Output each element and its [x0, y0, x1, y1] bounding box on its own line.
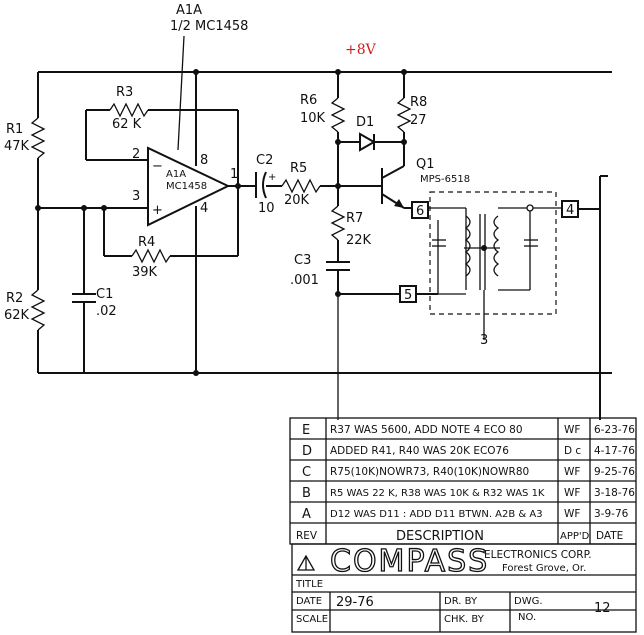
op-amp-inner-ref: A1A: [166, 169, 186, 180]
no-value: 12: [594, 601, 611, 616]
company-name: COMPASS: [330, 544, 489, 579]
rev-row-3-appd: WF: [564, 487, 580, 499]
r8-value: 27: [410, 113, 427, 128]
rev-row-4-rev: A: [302, 507, 311, 522]
title-block: COMPASS ELECTRONICS CORP. Forest Grove, …: [291, 543, 637, 633]
supply-label: +8V: [345, 42, 377, 58]
r6-ref: R6: [300, 93, 317, 108]
c3-value: .001: [290, 273, 319, 288]
r7-value: 22K: [346, 233, 372, 248]
op-amp-inner-part: MC1458: [166, 181, 207, 192]
rev-row-2-desc: R75(10K)NOWR73, R40(10K)NOWR80: [330, 466, 529, 478]
q1-transistor: [372, 165, 405, 209]
c1-value: .02: [96, 304, 117, 319]
col-desc-header: DESCRIPTION: [396, 529, 484, 544]
scale-label: SCALE: [296, 614, 328, 625]
q1-part: MPS-6518: [420, 174, 470, 185]
r5-value: 20K: [284, 193, 310, 208]
rev-row-1-rev: D: [302, 444, 312, 459]
revision-table: E R37 WAS 5600, ADD NOTE 4 ECO 80 WF 6-2…: [289, 417, 637, 545]
d1-diode: [359, 132, 377, 152]
r2-value: 62K: [4, 308, 30, 323]
rev-row-0-appd: WF: [564, 424, 580, 436]
terminal-6-label: 6: [416, 204, 424, 219]
pin-2: 2: [132, 147, 140, 162]
rev-row-0-rev: E: [302, 423, 310, 438]
c1-ref: C1: [96, 287, 113, 302]
r6-value: 10K: [300, 111, 326, 126]
r4-resistor: [131, 248, 171, 264]
r6-resistor: [330, 97, 346, 133]
ic-part: 1/2 MC1458: [170, 19, 248, 34]
rev-row-3-desc: R5 WAS 22 K, R38 WAS 10K & R32 WAS 1K: [330, 488, 545, 499]
r1-value: 47K: [4, 139, 30, 154]
c3-capacitor: [326, 261, 350, 294]
col-date-header: DATE: [596, 530, 623, 542]
r5-resistor: [281, 178, 321, 194]
d1-ref: D1: [356, 115, 374, 130]
c2-value: 10: [258, 201, 275, 216]
r7-resistor: [330, 205, 346, 241]
c2-capacitor: [255, 171, 282, 199]
rev-row-4-desc: D12 WAS D11 : ADD D11 BTWN. A2B & A3: [330, 509, 543, 520]
terminal-5-label: 5: [404, 288, 412, 303]
r4-value: 39K: [132, 265, 158, 280]
r8-ref: R8: [410, 95, 427, 110]
rev-row-2-appd: WF: [564, 466, 580, 478]
rev-row-3-date: 3-18-76: [594, 487, 635, 499]
pin-4: 4: [200, 201, 208, 216]
compass-logo-icon: [296, 554, 316, 571]
transformer-module: [428, 191, 562, 340]
svg-text:−: −: [152, 159, 163, 174]
dwg-label: DWG.: [514, 596, 543, 607]
r7-ref: R7: [346, 211, 363, 226]
r3-ref: R3: [116, 85, 133, 100]
rev-row-4-date: 3-9-76: [594, 508, 629, 520]
no-label: NO.: [518, 612, 536, 623]
rev-row-2-date: 9-25-76: [594, 466, 635, 478]
svg-text:+: +: [268, 172, 276, 183]
company-location: Forest Grove, Or.: [502, 563, 586, 574]
r3-resistor: [109, 102, 149, 118]
c3-ref: C3: [294, 253, 311, 268]
dr-by-label: DR. BY: [444, 596, 478, 607]
r5-ref: R5: [290, 161, 307, 176]
r2-resistor: [30, 289, 46, 373]
q1-ref: Q1: [416, 157, 435, 172]
rev-row-1-appd: D c: [564, 445, 581, 457]
pin-3: 3: [132, 189, 140, 204]
rev-row-0-date: 6-23-76: [594, 424, 635, 436]
rev-row-4-appd: WF: [564, 508, 580, 520]
terminal-3-label: 3: [480, 333, 488, 348]
date-label: DATE: [296, 596, 322, 607]
op-amp-a1a: A1A MC1458 − +: [147, 146, 231, 227]
r3-value: 62 K: [112, 117, 142, 132]
ic-ref: A1A: [176, 3, 202, 18]
rev-row-1-desc: ADDED R41, R40 WAS 20K ECO76: [330, 445, 509, 457]
date-value: 29-76: [336, 595, 374, 610]
pin-8: 8: [200, 153, 208, 168]
r1-resistor: [30, 72, 46, 290]
col-appd-header: APP'D: [560, 531, 590, 542]
title-label: TITLE: [295, 579, 323, 590]
r1-ref: R1: [6, 122, 23, 137]
rev-row-1-date: 4-17-76: [594, 445, 635, 457]
terminal-6: [411, 201, 429, 219]
chk-by-label: CHK. BY: [444, 614, 485, 625]
company-suffix: ELECTRONICS CORP.: [484, 549, 592, 561]
pin-1: 1: [230, 167, 238, 182]
r8-resistor: [396, 97, 412, 133]
c2-ref: C2: [256, 153, 273, 168]
r2-ref: R2: [6, 291, 23, 306]
terminal-4-label: 4: [566, 203, 574, 218]
col-rev-header: REV: [296, 530, 318, 542]
rev-row-3-rev: B: [302, 486, 311, 501]
rev-row-2-rev: C: [302, 465, 311, 480]
svg-text:+: +: [152, 203, 163, 218]
c1-capacitor: [72, 208, 96, 373]
r4-ref: R4: [138, 235, 155, 250]
rev-row-0-desc: R37 WAS 5600, ADD NOTE 4 ECO 80: [330, 424, 523, 436]
